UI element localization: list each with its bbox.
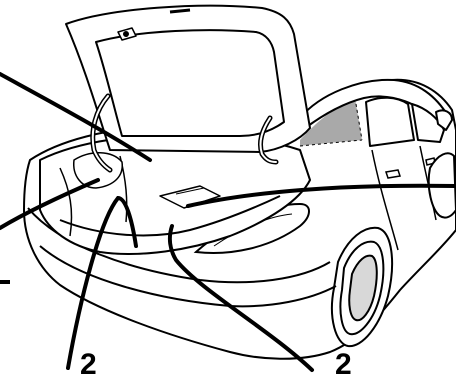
callout-label-left: 2 (80, 350, 97, 380)
callout-label-right: 2 (335, 350, 352, 380)
